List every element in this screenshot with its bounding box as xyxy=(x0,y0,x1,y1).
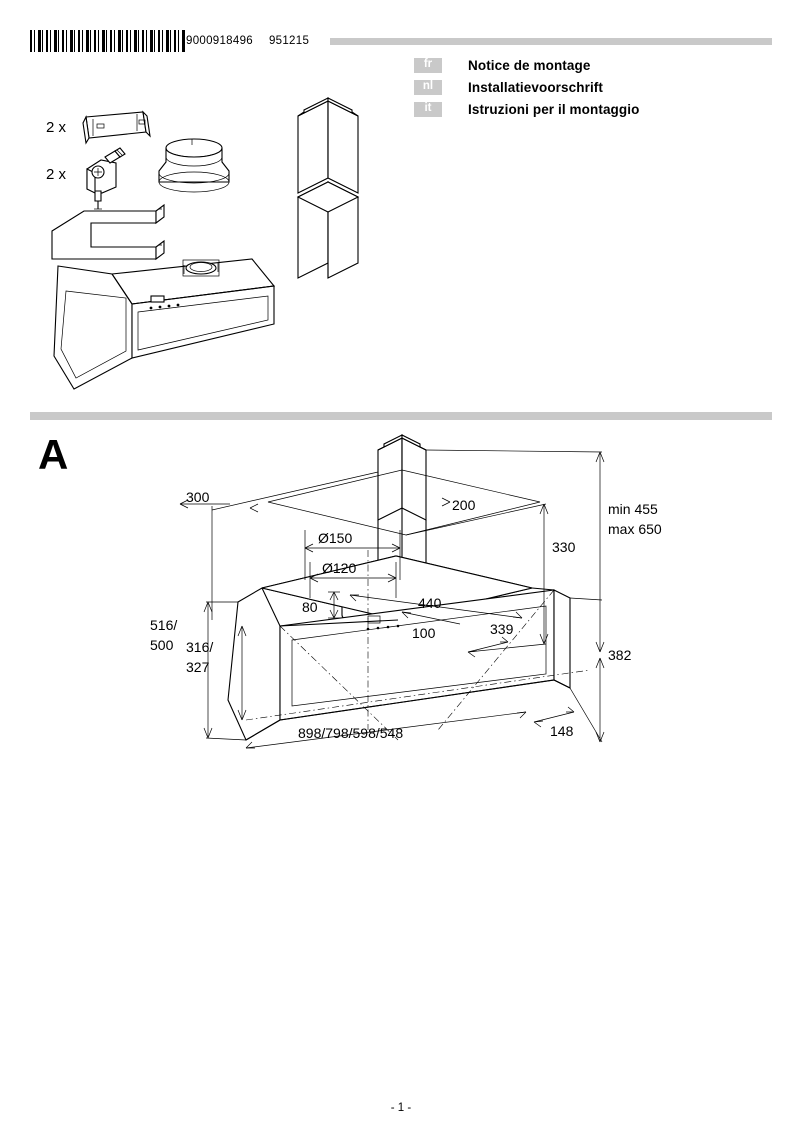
dimension-148: 148 xyxy=(533,706,575,739)
dimension-330-label: 330 xyxy=(552,539,576,555)
diagram-hood-body xyxy=(227,555,571,741)
dimension-100-label: 100 xyxy=(412,625,436,641)
dimension-d120: Ø120 xyxy=(309,560,397,598)
dimension-382-label: 382 xyxy=(608,647,632,663)
dimension-width-options: 898/798/598/548 xyxy=(245,711,527,749)
dimension-min455-label: min 455 xyxy=(608,501,658,517)
diagram-centerlines xyxy=(245,550,591,741)
cooker-hood-illustration xyxy=(46,246,296,396)
barcode-block: 9000918496 951215 xyxy=(30,30,309,52)
dimension-300-label: 300 xyxy=(186,489,210,505)
dimension-148-label: 148 xyxy=(550,723,574,739)
language-list: fr Notice de montage nl Installatievoors… xyxy=(414,55,639,121)
dimension-516-500: 516/ 500 xyxy=(150,601,247,741)
dimension-440: 440 xyxy=(349,594,523,619)
language-row-fr: fr Notice de montage xyxy=(414,55,639,75)
dimension-width-label: 898/798/598/548 xyxy=(298,725,403,741)
dimension-339-label: 339 xyxy=(490,621,514,637)
chimney-lower-icon xyxy=(296,181,360,279)
language-code-fr: fr xyxy=(414,57,442,73)
dimension-316-327-line1: 316/ xyxy=(186,639,213,655)
dimension-516-500-line1: 516/ xyxy=(150,617,177,633)
dimension-80-label: 80 xyxy=(302,599,318,615)
dimension-330: 330 xyxy=(405,503,576,653)
hood-body-icon xyxy=(53,258,276,390)
barcode-date: 951215 xyxy=(268,35,310,47)
parts-illustration: 2 x 2 x xyxy=(46,105,396,405)
dimension-316-327: 316/ 327 xyxy=(186,625,247,721)
dimension-d120-label: Ø120 xyxy=(322,560,356,576)
installation-dimension-diagram: 300 200 Ø150 xyxy=(150,430,670,760)
chimney-flue-illustration xyxy=(284,97,394,293)
dimension-d150: Ø150 xyxy=(304,530,401,580)
header-divider-bar xyxy=(330,38,772,45)
language-code-it: it xyxy=(414,101,442,117)
dimension-d150-label: Ø150 xyxy=(318,530,352,546)
section-label-a: A xyxy=(38,431,69,478)
diagram-control-panel xyxy=(366,615,400,631)
wall-rail-icon xyxy=(82,110,151,145)
dimension-80: 80 xyxy=(302,591,340,619)
dimension-382: 382 xyxy=(569,597,632,743)
barcode-number: 9000918496 xyxy=(186,35,253,47)
dimension-316-327-line2: 327 xyxy=(186,659,210,675)
language-title-it: Istruzioni per il montaggio xyxy=(468,101,640,117)
chimney-upper-icon xyxy=(297,97,359,194)
bracket-screw-icon xyxy=(86,147,126,210)
dimension-200: 200 xyxy=(441,497,476,513)
dimension-516-500-line2: 500 xyxy=(150,637,174,653)
dimension-200-label: 200 xyxy=(452,497,476,513)
page-footer: - 1 - xyxy=(390,1102,412,1114)
language-row-nl: nl Installatievoorschrift xyxy=(414,77,639,97)
barcode-icon xyxy=(30,30,185,52)
dimension-300: 300 xyxy=(179,471,379,620)
reducer-ring-icon xyxy=(158,138,230,193)
language-title-nl: Installatievoorschrift xyxy=(468,79,603,95)
part-quantity-rail: 2 x xyxy=(46,119,67,136)
dimension-min-max-height: min 455 max 650 xyxy=(425,449,662,653)
language-code-nl: nl xyxy=(414,79,442,95)
section-divider-bar xyxy=(30,412,772,420)
dimension-max650-label: max 650 xyxy=(608,521,662,537)
diagram-top-plane xyxy=(267,469,541,536)
language-title-fr: Notice de montage xyxy=(468,57,591,73)
language-row-it: it Istruzioni per il montaggio xyxy=(414,99,639,119)
dimension-100: 100 xyxy=(401,611,461,641)
mounting-bracket-icon xyxy=(51,203,165,261)
control-panel-icon xyxy=(149,295,180,310)
dimension-440-label: 440 xyxy=(418,595,442,611)
part-quantity-bracket: 2 x xyxy=(46,166,67,183)
